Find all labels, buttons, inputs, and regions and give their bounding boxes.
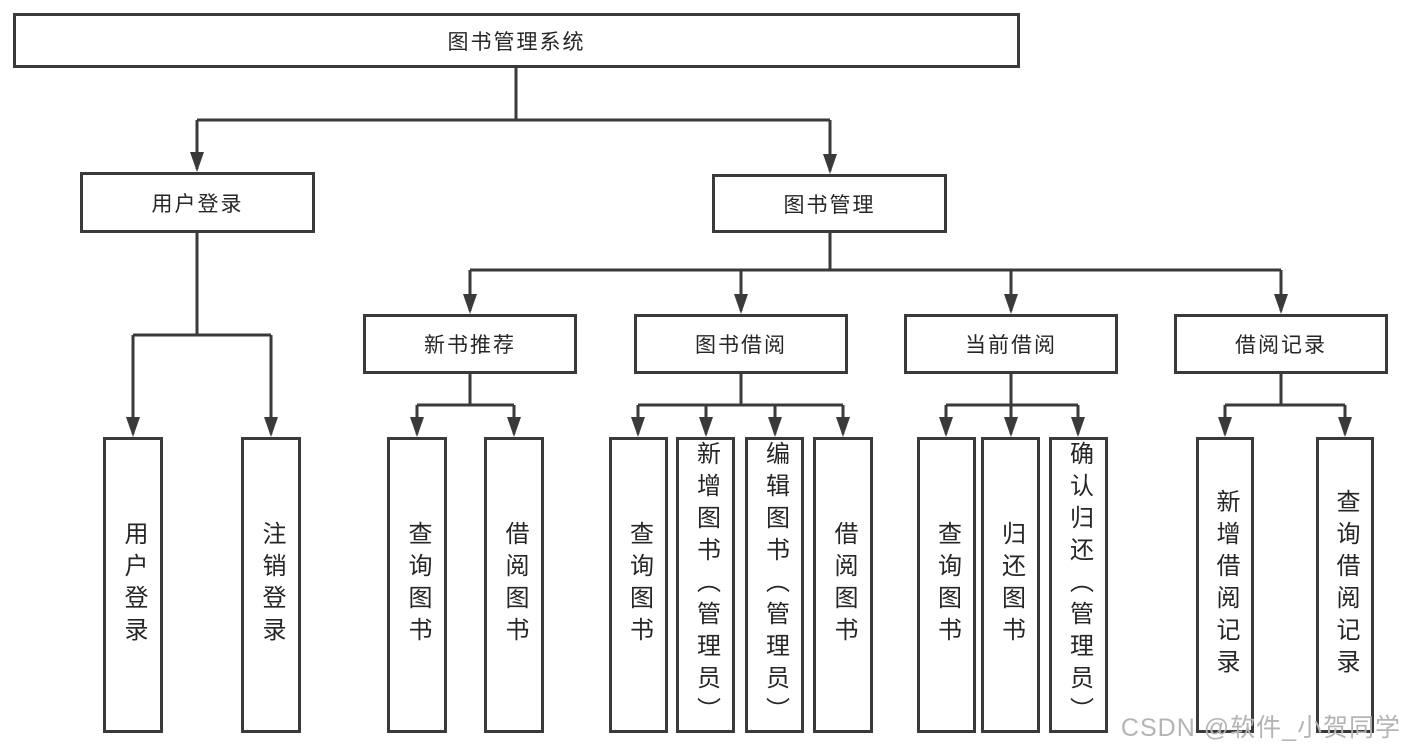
leaf-user-login: 用户登录 xyxy=(103,437,163,733)
node-borrowing-records: 借阅记录 xyxy=(1174,314,1388,374)
leaf-label: 新增图书（管理员） xyxy=(692,441,720,729)
csdn-watermark: CSDN @软件_小贺同学 xyxy=(1120,714,1401,742)
leaf-add-borrowing-record: 新增借阅记录 xyxy=(1196,437,1254,733)
leaf-add-book-admin: 新增图书（管理员） xyxy=(676,437,735,733)
leaf-label: 注销登录 xyxy=(258,521,285,649)
leaf-label: 借阅图书 xyxy=(501,521,528,649)
node-book-management: 图书管理 xyxy=(712,174,947,233)
leaf-query-borrowing-record: 查询借阅记录 xyxy=(1316,437,1374,733)
leaf-label: 确认归还（管理员） xyxy=(1065,441,1093,729)
leaf-label: 查询图书 xyxy=(404,521,431,649)
leaf-query-books-borrowing: 查询图书 xyxy=(609,437,668,733)
leaf-label: 借阅图书 xyxy=(830,521,857,649)
leaf-label: 编辑图书（管理员） xyxy=(761,441,789,729)
leaf-label: 查询图书 xyxy=(625,521,653,649)
leaf-confirm-return-admin: 确认归还（管理员） xyxy=(1049,437,1108,733)
leaf-logout: 注销登录 xyxy=(241,437,301,733)
leaf-query-books-recommend: 查询图书 xyxy=(387,437,447,733)
leaf-edit-book-admin: 编辑图书（管理员） xyxy=(745,437,804,733)
leaf-label: 用户登录 xyxy=(120,521,147,649)
leaf-borrow-books-recommend: 借阅图书 xyxy=(484,437,544,733)
leaf-label: 查询图书 xyxy=(933,521,961,649)
node-user-login: 用户登录 xyxy=(80,172,315,233)
leaf-label: 新增借阅记录 xyxy=(1212,489,1239,681)
node-book-borrowing: 图书借阅 xyxy=(634,314,848,374)
leaf-borrow-books: 借阅图书 xyxy=(813,437,873,733)
leaf-return-books: 归还图书 xyxy=(981,437,1040,733)
node-new-book-recommendation: 新书推荐 xyxy=(363,314,577,374)
leaf-label: 查询借阅记录 xyxy=(1332,489,1359,681)
leaf-query-books-current: 查询图书 xyxy=(917,437,976,733)
node-current-borrowing: 当前借阅 xyxy=(904,314,1118,374)
node-library-management-system: 图书管理系统 xyxy=(13,13,1020,68)
leaf-label: 归还图书 xyxy=(997,521,1025,649)
